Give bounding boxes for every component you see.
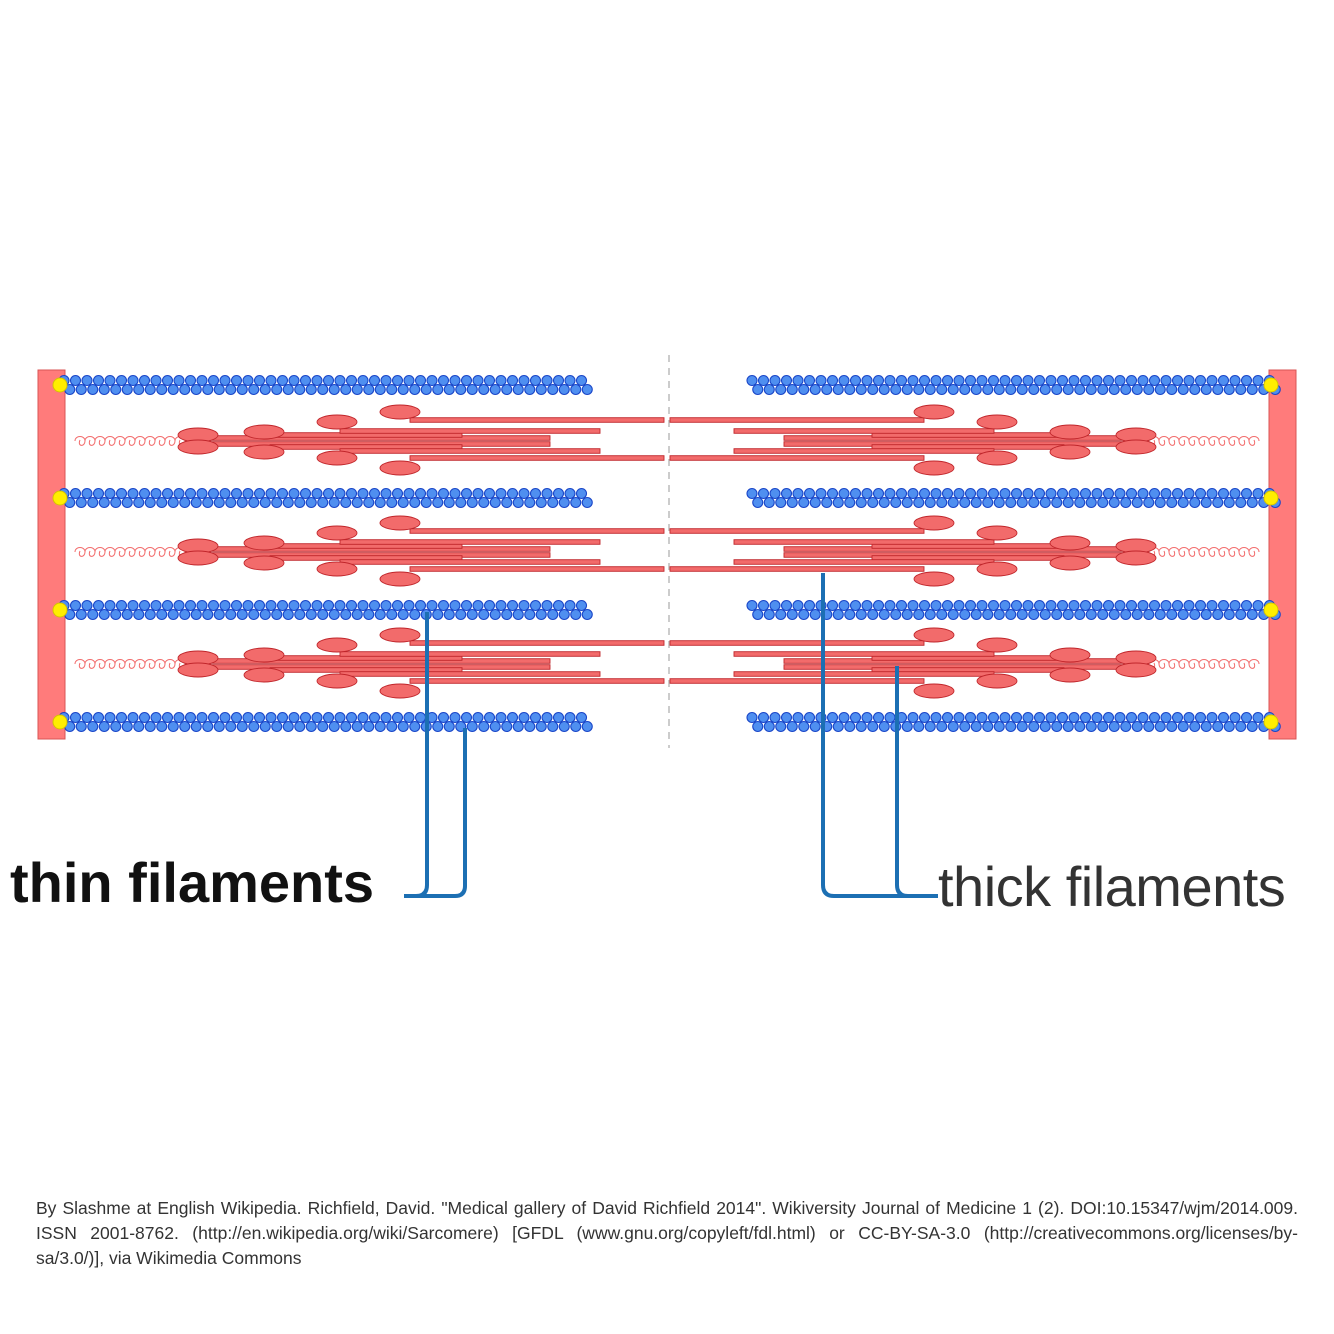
thick-filament-right: [669, 627, 1260, 699]
thin-filament-left: [52, 599, 593, 621]
myosin-head: [316, 637, 358, 653]
titin-spring: [74, 659, 186, 669]
myosin-head: [243, 555, 285, 571]
thick-filaments-label: thick filaments: [938, 855, 1286, 918]
myosin-head: [1115, 550, 1157, 566]
myosin-head: [243, 424, 285, 440]
thin-filament-right: [746, 487, 1281, 509]
titin-spring: [74, 547, 186, 557]
myosin-head: [1049, 555, 1091, 571]
myosin-head: [243, 647, 285, 663]
myosin-head: [913, 460, 955, 476]
titin-spring: [1148, 436, 1260, 446]
capping-protein: [1263, 602, 1279, 618]
z-disc-left: [37, 369, 66, 740]
myosin-head: [379, 627, 421, 643]
myosin-head: [1049, 424, 1091, 440]
capping-protein: [52, 602, 68, 618]
thin-filaments-group: [52, 374, 1281, 733]
thin-filament-right: [746, 374, 1281, 396]
titin-spring: [74, 436, 186, 446]
myosin-head: [316, 525, 358, 541]
myosin-head: [379, 571, 421, 587]
myosin-head: [976, 414, 1018, 430]
thick-filaments-group: [74, 404, 1260, 699]
myosin-head: [1049, 535, 1091, 551]
myosin-head: [177, 662, 219, 678]
myosin-head: [976, 637, 1018, 653]
thin-filament-left: [52, 374, 593, 396]
myosin-head: [1049, 444, 1091, 460]
capping-protein: [52, 377, 68, 393]
thick-filament-right: [669, 404, 1260, 476]
myosin-head: [379, 404, 421, 420]
myosin-head: [913, 627, 955, 643]
myosin-head: [913, 683, 955, 699]
thick-filament-leader-line: [821, 573, 938, 898]
titin-spring: [1148, 547, 1260, 557]
myosin-head: [976, 561, 1018, 577]
capping-protein: [1263, 490, 1279, 506]
myosin-head: [243, 535, 285, 551]
myosin-head: [913, 571, 955, 587]
myosin-head: [177, 550, 219, 566]
thin-filament-left: [52, 711, 593, 733]
thin-filament-left: [52, 487, 593, 509]
thin-filament-leader-line: [404, 612, 467, 898]
myosin-head: [379, 683, 421, 699]
myosin-head: [316, 414, 358, 430]
thin-filament-right: [746, 711, 1281, 733]
myosin-head: [379, 515, 421, 531]
label-leader-lines: [404, 573, 938, 898]
capping-protein: [1263, 714, 1279, 730]
thick-filament-left: [74, 404, 665, 476]
myosin-head: [316, 450, 358, 466]
capping-protein: [1263, 377, 1279, 393]
myosin-head: [316, 561, 358, 577]
titin-spring: [1148, 659, 1260, 669]
z-disc-right: [1268, 369, 1297, 740]
myosin-head: [243, 667, 285, 683]
capping-protein: [52, 714, 68, 730]
thin-filaments-label: thin filaments: [10, 851, 375, 914]
myosin-head: [316, 673, 358, 689]
thin-filament-right: [746, 599, 1281, 621]
myosin-head: [913, 404, 955, 420]
attribution-caption: By Slashme at English Wikipedia. Richfie…: [36, 1198, 1298, 1268]
myosin-head: [1115, 439, 1157, 455]
myosin-head: [177, 439, 219, 455]
myosin-head: [1049, 647, 1091, 663]
myosin-head: [379, 460, 421, 476]
myosin-head: [976, 673, 1018, 689]
thick-filament-left: [74, 515, 665, 587]
thick-filament-right: [669, 515, 1260, 587]
myosin-head: [1049, 667, 1091, 683]
myosin-head: [976, 525, 1018, 541]
thick-filament-left: [74, 627, 665, 699]
capping-protein: [52, 490, 68, 506]
myosin-head: [913, 515, 955, 531]
myosin-head: [243, 444, 285, 460]
myosin-head: [1115, 662, 1157, 678]
myosin-head: [976, 450, 1018, 466]
